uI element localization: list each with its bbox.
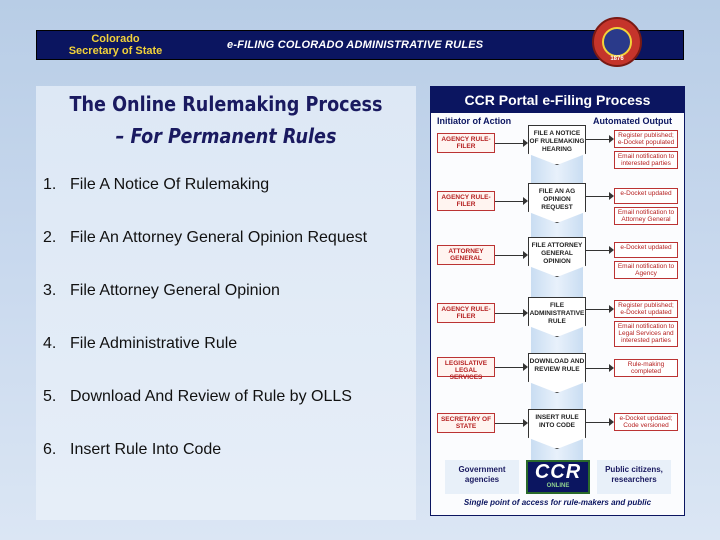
org-line-2: Secretary of State: [68, 45, 163, 57]
org-line-1: Colorado: [91, 33, 140, 45]
action-box: FILE A NOTICE OF RULEMAKING HEARING: [528, 125, 586, 165]
connector-line: [586, 250, 610, 251]
output-box: Email notification to Agency: [614, 261, 678, 279]
arrow-right-icon: [609, 135, 614, 143]
step-item: 3. File Attorney General Opinion: [43, 282, 367, 335]
connector-line: [495, 423, 525, 424]
output-box: e-Docket updated: [614, 188, 678, 204]
arrow-right-icon: [609, 364, 614, 372]
arrow-right-icon: [609, 305, 614, 313]
column-initiator: Initiator of Action: [437, 116, 512, 126]
flow-tagline: Single point of access for rule-makers a…: [463, 498, 652, 507]
step-number: 2.: [43, 229, 57, 246]
government-agencies-label: Government agencies: [445, 460, 519, 494]
step-item: 6. Insert Rule Into Code: [43, 441, 367, 494]
output-box: e-Docket updated; Code versioned: [614, 413, 678, 431]
state-seal: 1876: [592, 17, 642, 67]
arrow-right-icon: [523, 197, 528, 205]
arrow-right-icon: [609, 418, 614, 426]
step-text: File Administrative Rule: [70, 335, 238, 352]
step-item: 4. File Administrative Rule: [43, 335, 367, 388]
actor-box: AGENCY RULE-FILER: [437, 303, 495, 323]
connector-line: [495, 201, 525, 202]
flow-diagram: CCR Portal e-Filing Process Initiator of…: [430, 86, 685, 516]
output-box: Email notification to Legal Services and…: [614, 321, 678, 347]
step-text: File Attorney General Opinion: [70, 282, 280, 299]
arrow-right-icon: [609, 246, 614, 254]
output-box: Register published; e-Docket updated: [614, 300, 678, 318]
arrow-right-icon: [523, 139, 528, 147]
header-bar: Colorado Secretary of State e-FILING COL…: [36, 30, 684, 60]
connector-line: [495, 313, 525, 314]
arrow-right-icon: [523, 251, 528, 259]
arrow-right-icon: [609, 192, 614, 200]
actor-box: ATTORNEY GENERAL: [437, 245, 495, 265]
step-number: 5.: [43, 388, 57, 405]
step-number: 4.: [43, 335, 57, 352]
actor-box: LEGISLATIVE LEGAL SERVICES: [437, 357, 495, 381]
actor-box: AGENCY RULE-FILER: [437, 133, 495, 153]
flow-spine: [531, 125, 583, 461]
process-text-panel: The Online Rulemaking Process – For Perm…: [36, 86, 416, 520]
action-box: FILE AN AG OPINION REQUEST: [528, 183, 586, 223]
output-box: Rule-making completed: [614, 359, 678, 377]
connector-line: [495, 143, 525, 144]
process-title: The Online Rulemaking Process: [69, 92, 383, 116]
step-number: 6.: [43, 441, 57, 458]
public-citizens-label: Public citizens, researchers: [597, 460, 671, 494]
output-box: Email notification to interested parties: [614, 151, 678, 169]
step-list: 1. File A Notice Of Rulemaking 2. File An …: [43, 176, 367, 494]
connector-line: [586, 309, 610, 310]
flow-footer: Government agencies CCR ONLINE Public ci…: [431, 460, 684, 496]
connector-line: [495, 367, 525, 368]
logo-subtext: ONLINE: [546, 483, 570, 489]
step-text: Insert Rule Into Code: [70, 441, 222, 458]
step-item: 2. File An Attorney General Opinion Reque…: [43, 229, 367, 282]
connector-line: [495, 255, 525, 256]
action-box: FILE ADMINISTRATIVE RULE: [528, 297, 586, 337]
output-box: Email notification to Attorney General: [614, 207, 678, 225]
process-subtitle: – For Permanent Rules: [115, 124, 337, 148]
actor-box: AGENCY RULE-FILER: [437, 191, 495, 211]
org-name: Colorado Secretary of State: [37, 31, 194, 57]
step-item: 5. Download And Review of Rule by OLLS: [43, 388, 367, 441]
output-box: Register published; e-Docket populated: [614, 130, 678, 148]
arrow-right-icon: [523, 309, 528, 317]
connector-line: [586, 139, 610, 140]
connector-line: [586, 196, 610, 197]
seal-emblem-icon: [602, 27, 632, 57]
ccr-online-logo: CCR ONLINE: [526, 460, 590, 494]
arrow-right-icon: [523, 419, 528, 427]
connector-line: [586, 422, 610, 423]
output-box: e-Docket updated: [614, 242, 678, 258]
action-box: DOWNLOAD AND REVIEW RULE: [528, 353, 586, 393]
step-number: 1.: [43, 176, 57, 193]
step-text: Download And Review of Rule by OLLS: [70, 388, 352, 405]
seal-year: 1876: [610, 56, 624, 62]
flow-title: CCR Portal e-Filing Process: [431, 87, 684, 113]
step-number: 3.: [43, 282, 57, 299]
step-item: 1. File A Notice Of Rulemaking: [43, 176, 367, 229]
banner-title: e-FILING COLORADO ADMINISTRATIVE RULES: [227, 39, 484, 51]
actor-box: SECRETARY OF STATE: [437, 413, 495, 433]
step-text: File A Notice Of Rulemaking: [70, 176, 270, 193]
arrow-right-icon: [523, 363, 528, 371]
connector-line: [586, 368, 610, 369]
step-text: File An Attorney General Opinion Request: [70, 229, 368, 246]
column-output: Automated Output: [593, 116, 672, 126]
logo-text: CCR: [534, 461, 582, 483]
